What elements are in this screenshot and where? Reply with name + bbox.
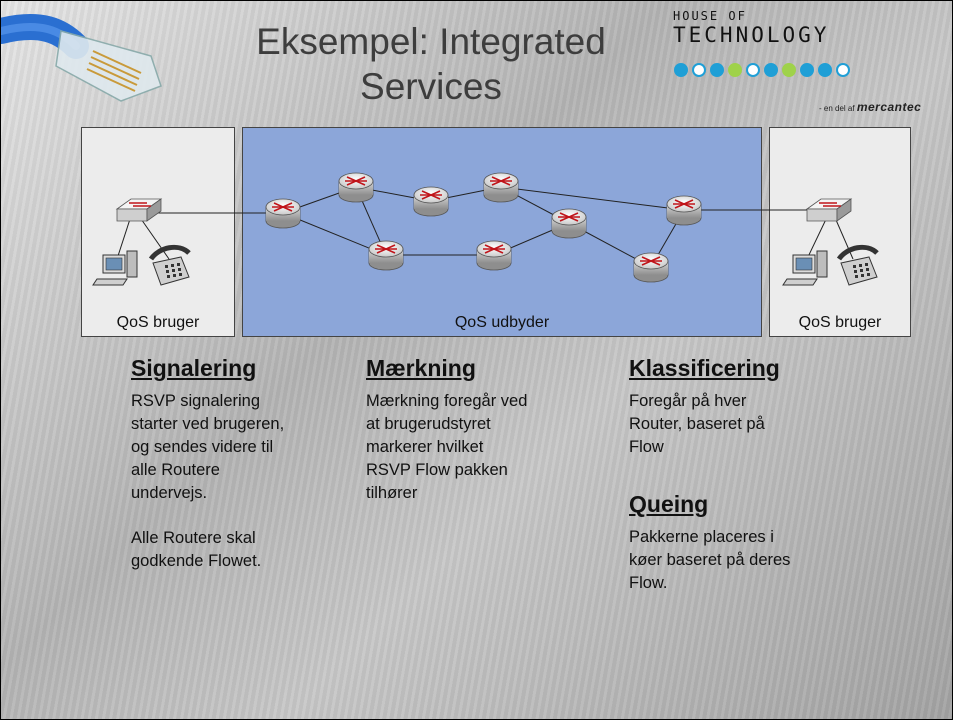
router-icon bbox=[413, 186, 449, 217]
network-cable-icon bbox=[1, 14, 162, 102]
provider-label: QoS udbyder bbox=[454, 314, 550, 331]
logo-dots bbox=[674, 63, 850, 77]
queing-text: Pakkerne placeres i køer baseret på dere… bbox=[629, 528, 791, 592]
maerkning-text: Mærkning foregår ved at brugerudstyret m… bbox=[366, 392, 528, 502]
logo-dot bbox=[764, 63, 778, 77]
router-icon bbox=[338, 172, 374, 203]
phone-icon bbox=[151, 247, 189, 285]
queing-heading: Queing bbox=[629, 491, 709, 517]
logo-dot bbox=[782, 63, 796, 77]
right-user-box: QoS bruger bbox=[769, 127, 911, 337]
signalering-section: Signalering RSVP signalering starter ved… bbox=[131, 355, 341, 573]
network-diagram bbox=[92, 172, 953, 341]
logo-dot bbox=[710, 63, 724, 77]
maerkning-heading: Mærkning bbox=[366, 355, 476, 381]
logo-dot bbox=[728, 63, 742, 77]
left-user-box: QoS bruger bbox=[81, 127, 235, 337]
signalering-text: RSVP signalering starter ved brugeren, o… bbox=[131, 392, 285, 502]
signalering-heading: Signalering bbox=[131, 355, 257, 381]
router-icon bbox=[483, 172, 519, 203]
logo-brand: mercantec bbox=[856, 100, 922, 114]
router-icon bbox=[265, 198, 301, 229]
signalering-note: Alle Routere skal godkende Flowet. bbox=[131, 529, 262, 570]
router-icon bbox=[633, 252, 669, 283]
logo-dot bbox=[818, 63, 832, 77]
computer-icon bbox=[92, 250, 138, 286]
klassificering-text: Foregår på hver Router, baseret på Flow bbox=[629, 392, 765, 456]
klassificering-section: Klassificering Foregår på hver Router, b… bbox=[629, 355, 879, 459]
logo-mercantec: - en del af mercantec bbox=[819, 100, 921, 114]
logo-dot bbox=[674, 63, 688, 77]
logo-dot bbox=[692, 63, 706, 77]
router-icon bbox=[666, 195, 702, 226]
logo-tagline: - en del af bbox=[819, 104, 855, 113]
logo-technology: TECHNOLOGY bbox=[673, 23, 830, 47]
maerkning-section: Mærkning Mærkning foregår ved at brugeru… bbox=[366, 355, 596, 505]
switch-icon bbox=[806, 198, 852, 222]
router-icon bbox=[476, 240, 512, 271]
router-icon bbox=[368, 240, 404, 271]
right-user-label: QoS bruger bbox=[798, 314, 882, 331]
computer-icon bbox=[782, 250, 828, 286]
left-user-label: QoS bruger bbox=[116, 314, 200, 331]
router-icon bbox=[551, 208, 587, 239]
logo-dot bbox=[836, 63, 850, 77]
slide-title: Eksempel: Integrated Services bbox=[256, 21, 606, 107]
logo-dot bbox=[800, 63, 814, 77]
logo-house-of: HOUSE OF bbox=[673, 9, 747, 23]
phone-icon bbox=[839, 247, 877, 285]
queing-section: Queing Pakkerne placeres i køer baseret … bbox=[629, 491, 879, 595]
switch-icon bbox=[116, 198, 162, 222]
klassificering-heading: Klassificering bbox=[629, 355, 780, 381]
logo-dot bbox=[746, 63, 760, 77]
